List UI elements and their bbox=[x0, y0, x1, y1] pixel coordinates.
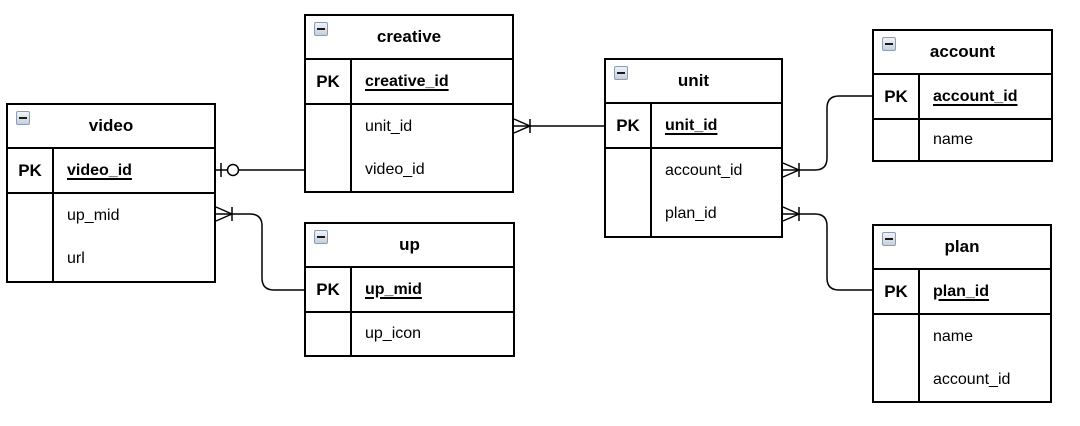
pk-row: PK creative_id bbox=[306, 60, 512, 105]
entity-body: name bbox=[874, 120, 1051, 160]
pk-row: PK plan_id bbox=[874, 270, 1050, 315]
entity-account-header: account bbox=[874, 31, 1051, 75]
pk-field-name: account_id bbox=[933, 87, 1018, 105]
entity-title: account bbox=[929, 42, 996, 61]
entity-creative[interactable]: creative PK creative_id unit_id video_id bbox=[304, 14, 514, 193]
field-name: name bbox=[933, 131, 974, 148]
minus-icon bbox=[885, 43, 893, 45]
minus-icon bbox=[617, 72, 625, 74]
entity-up-header: up bbox=[306, 224, 513, 268]
pk-column-spacer bbox=[874, 120, 920, 160]
entity-body: name account_id bbox=[874, 315, 1050, 401]
pk-row: PK account_id bbox=[874, 75, 1051, 120]
entity-body: up_icon bbox=[306, 313, 513, 355]
pk-field-name: unit_id bbox=[665, 116, 718, 134]
collapse-icon[interactable] bbox=[16, 111, 30, 125]
pk-label: PK bbox=[306, 60, 352, 103]
field-name: account_id bbox=[933, 370, 1011, 388]
relationship-unit-account[interactable] bbox=[782, 95, 872, 178]
entity-video[interactable]: video PK video_id up_mid url bbox=[6, 103, 216, 283]
field-name: up_icon bbox=[365, 325, 422, 342]
entity-video-header: video bbox=[8, 105, 214, 149]
entity-body: unit_id video_id bbox=[306, 105, 512, 191]
pk-column-spacer bbox=[8, 194, 54, 281]
relationship-video-up[interactable] bbox=[215, 206, 304, 291]
minus-icon bbox=[19, 117, 27, 119]
entity-title: up bbox=[399, 235, 420, 254]
collapse-icon[interactable] bbox=[882, 232, 896, 246]
collapse-icon[interactable] bbox=[314, 230, 328, 244]
entity-title: creative bbox=[376, 27, 442, 46]
minus-icon bbox=[885, 238, 893, 240]
minus-icon bbox=[317, 236, 325, 238]
pk-label: PK bbox=[874, 270, 920, 313]
entity-account[interactable]: account PK account_id name bbox=[872, 29, 1053, 162]
pk-label: PK bbox=[306, 268, 352, 311]
entity-title: video bbox=[88, 116, 134, 135]
collapse-icon[interactable] bbox=[882, 37, 896, 51]
pk-row: PK up_mid bbox=[306, 268, 513, 313]
pk-field-name: up_mid bbox=[365, 280, 422, 298]
field-name: url bbox=[67, 250, 85, 268]
relationship-video-creative[interactable] bbox=[216, 163, 304, 177]
relationship-unit-plan[interactable] bbox=[782, 206, 872, 291]
entity-creative-header: creative bbox=[306, 16, 512, 60]
entity-plan-header: plan bbox=[874, 226, 1050, 270]
pk-column-spacer bbox=[874, 315, 920, 401]
relationship-creative-unit[interactable] bbox=[513, 118, 604, 134]
field-name: unit_id bbox=[365, 117, 413, 135]
pk-label: PK bbox=[874, 75, 920, 118]
entity-unit[interactable]: unit PK unit_id account_id plan_id bbox=[604, 58, 783, 238]
pk-column-spacer bbox=[606, 149, 652, 236]
entity-unit-header: unit bbox=[606, 60, 781, 104]
entity-body: account_id plan_id bbox=[606, 149, 781, 236]
field-name: video_id bbox=[365, 160, 425, 178]
entity-body: up_mid url bbox=[8, 194, 214, 281]
pk-label: PK bbox=[606, 104, 652, 147]
entity-plan[interactable]: plan PK plan_id name account_id bbox=[872, 224, 1052, 403]
field-name: up_mid bbox=[67, 206, 120, 224]
pk-column-spacer bbox=[306, 313, 352, 355]
field-name: account_id bbox=[665, 161, 743, 179]
minus-icon bbox=[317, 28, 325, 30]
entity-up[interactable]: up PK up_mid up_icon bbox=[304, 222, 515, 357]
collapse-icon[interactable] bbox=[314, 22, 328, 36]
pk-row: PK video_id bbox=[8, 149, 214, 194]
pk-field-name: video_id bbox=[67, 161, 132, 179]
collapse-icon[interactable] bbox=[614, 66, 628, 80]
pk-column-spacer bbox=[306, 105, 352, 191]
field-name: plan_id bbox=[665, 205, 717, 223]
pk-field-name: creative_id bbox=[365, 72, 449, 90]
field-name: name bbox=[933, 327, 974, 345]
pk-row: PK unit_id bbox=[606, 104, 781, 149]
pk-field-name: plan_id bbox=[933, 282, 990, 300]
entity-title: unit bbox=[677, 71, 710, 90]
entity-title: plan bbox=[944, 237, 980, 256]
pk-label: PK bbox=[8, 149, 54, 192]
